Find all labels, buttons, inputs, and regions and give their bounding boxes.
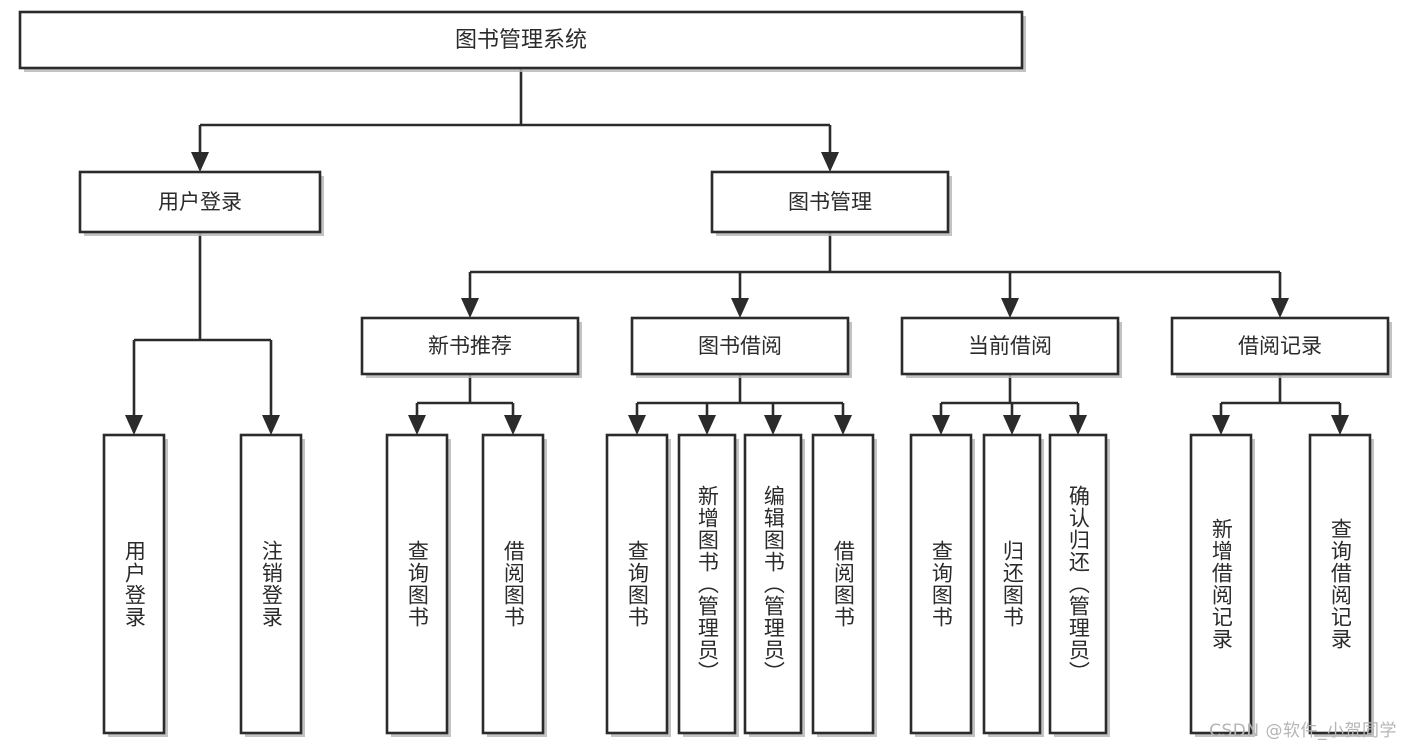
node-leaf-borrow-book-2[interactable] <box>811 433 875 735</box>
node-new-book-recommend-label: 新书推荐 <box>428 334 512 358</box>
node-new-book-recommend[interactable] <box>360 316 580 376</box>
node-borrow-record[interactable] <box>1170 316 1390 376</box>
book-borrow-drop-2-arrow <box>764 415 782 435</box>
node-current-borrow-label: 当前借阅 <box>968 334 1052 358</box>
connectors-layer <box>125 68 1349 435</box>
node-book-borrow[interactable] <box>630 316 850 376</box>
node-leaf-query-book-2[interactable] <box>605 433 669 735</box>
current-borrow-drop-0-arrow <box>932 415 950 435</box>
book-borrow-drop-3-arrow <box>834 415 852 435</box>
node-boxes-layer <box>18 10 1392 737</box>
node-book-borrow-label: 图书借阅 <box>698 334 782 358</box>
book-borrow-drop-1-arrow <box>698 415 716 435</box>
borrow-record-drop-0-arrow <box>1212 415 1230 435</box>
node-leaf-query-record[interactable] <box>1308 433 1372 735</box>
node-leaf-user-logout[interactable] <box>239 433 303 735</box>
node-leaf-add-record[interactable] <box>1189 433 1253 735</box>
node-current-borrow[interactable] <box>900 316 1120 376</box>
node-leaf-query-book-1[interactable] <box>385 433 449 735</box>
current-borrow-drop-1-arrow <box>1003 415 1021 435</box>
csdn-watermark: CSDN @软件_小贺同学 <box>1209 721 1397 741</box>
node-user-login-label: 用户登录 <box>158 190 242 214</box>
node-leaf-query-book-3[interactable] <box>909 433 973 735</box>
node-root-图书管理系统-label: 图书管理系统 <box>455 28 587 53</box>
book-manage-drop-3-arrow <box>1271 298 1289 318</box>
node-leaf-edit-book[interactable] <box>743 433 803 735</box>
node-leaf-add-book[interactable] <box>677 433 737 735</box>
book-manage-drop-0-arrow <box>461 298 479 318</box>
node-leaf-return-book[interactable] <box>982 433 1042 735</box>
new-book-recommend-drop-1-arrow <box>504 415 522 435</box>
current-borrow-drop-2-arrow <box>1069 415 1087 435</box>
node-leaf-user-login[interactable] <box>102 433 166 735</box>
node-user-login[interactable] <box>78 170 322 234</box>
root-drop-0-arrow <box>191 152 209 172</box>
borrow-record-drop-1-arrow <box>1331 415 1349 435</box>
node-root-图书管理系统[interactable] <box>18 10 1024 70</box>
user-login-drop-1-arrow <box>262 415 280 435</box>
node-borrow-record-label: 借阅记录 <box>1238 334 1322 358</box>
book-manage-drop-2-arrow <box>1001 298 1019 318</box>
node-leaf-borrow-book-1[interactable] <box>481 433 545 735</box>
book-manage-drop-1-arrow <box>731 298 749 318</box>
book-borrow-drop-0-arrow <box>628 415 646 435</box>
node-book-manage-label: 图书管理 <box>788 190 872 214</box>
node-leaf-confirm-return[interactable] <box>1048 433 1108 735</box>
new-book-recommend-drop-0-arrow <box>408 415 426 435</box>
node-book-manage[interactable] <box>710 170 950 234</box>
root-drop-1-arrow <box>821 152 839 172</box>
user-login-drop-0-arrow <box>125 415 143 435</box>
